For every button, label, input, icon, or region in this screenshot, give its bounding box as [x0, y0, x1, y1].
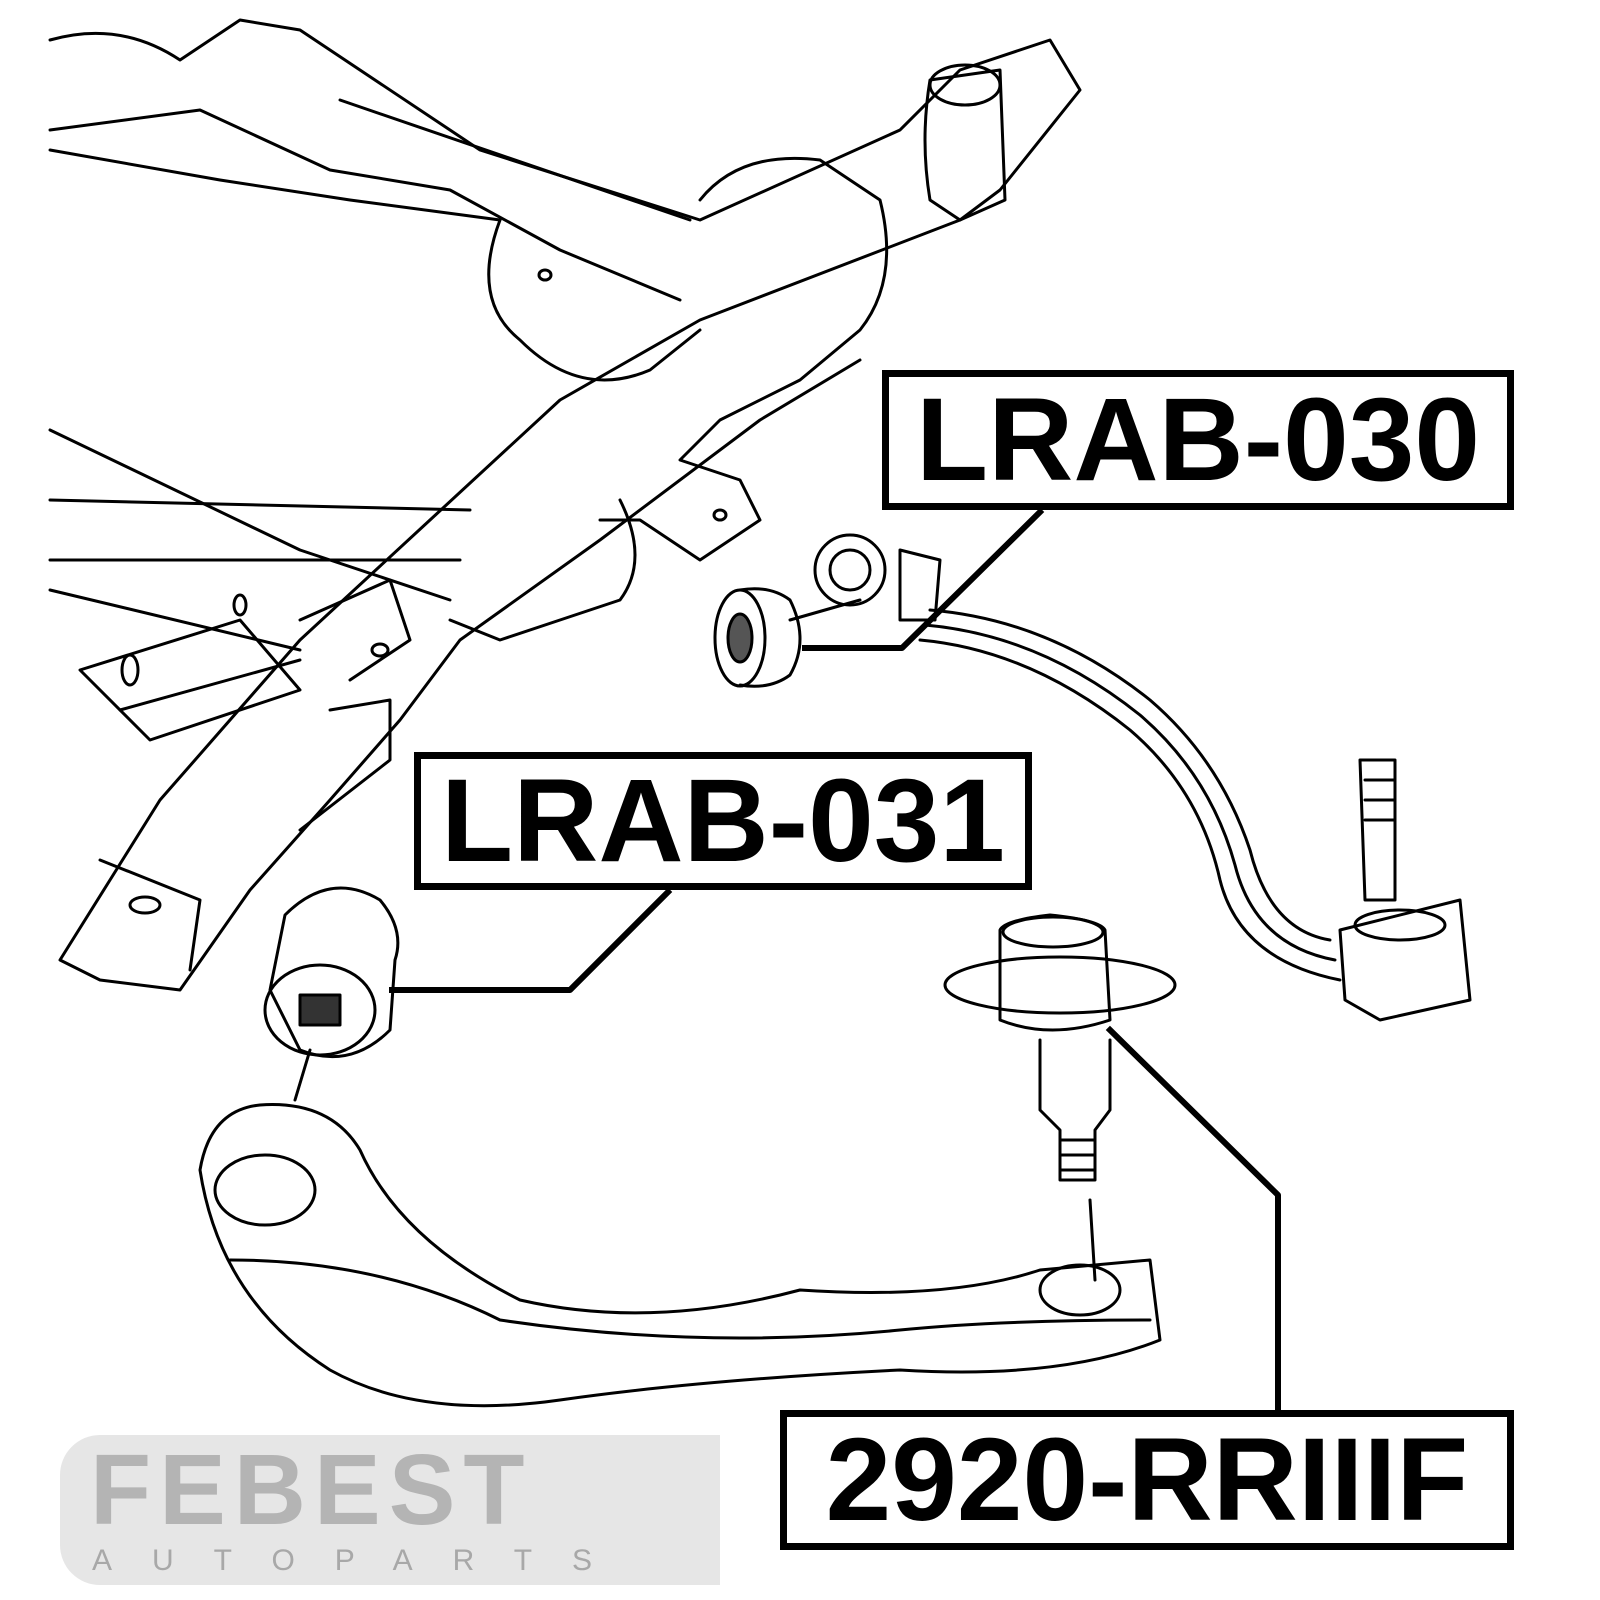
leader-lrab-030	[802, 507, 1045, 651]
bushing-lrab-031	[263, 886, 400, 1102]
upper-control-arm	[918, 608, 1472, 1022]
part-label-lrab-030: LRAB-030	[882, 370, 1514, 510]
subframe	[48, 18, 1082, 992]
bushing-lrab-030	[713, 533, 942, 688]
part-label-lrab-031: LRAB-031	[414, 752, 1032, 890]
lower-control-arm	[198, 1103, 1162, 1408]
leader-lines	[389, 507, 1281, 1411]
ball-joint	[943, 913, 1177, 1282]
part-label-2920-rriiif: 2920-RRIIIF	[780, 1410, 1514, 1550]
leader-2920-rriiif	[1105, 1025, 1281, 1411]
watermark-background	[60, 1435, 720, 1585]
leader-lrab-031	[389, 887, 673, 993]
watermark-subtitle: AUTOPARTS	[92, 1544, 633, 1577]
watermark-brand: FEBEST	[90, 1434, 533, 1546]
